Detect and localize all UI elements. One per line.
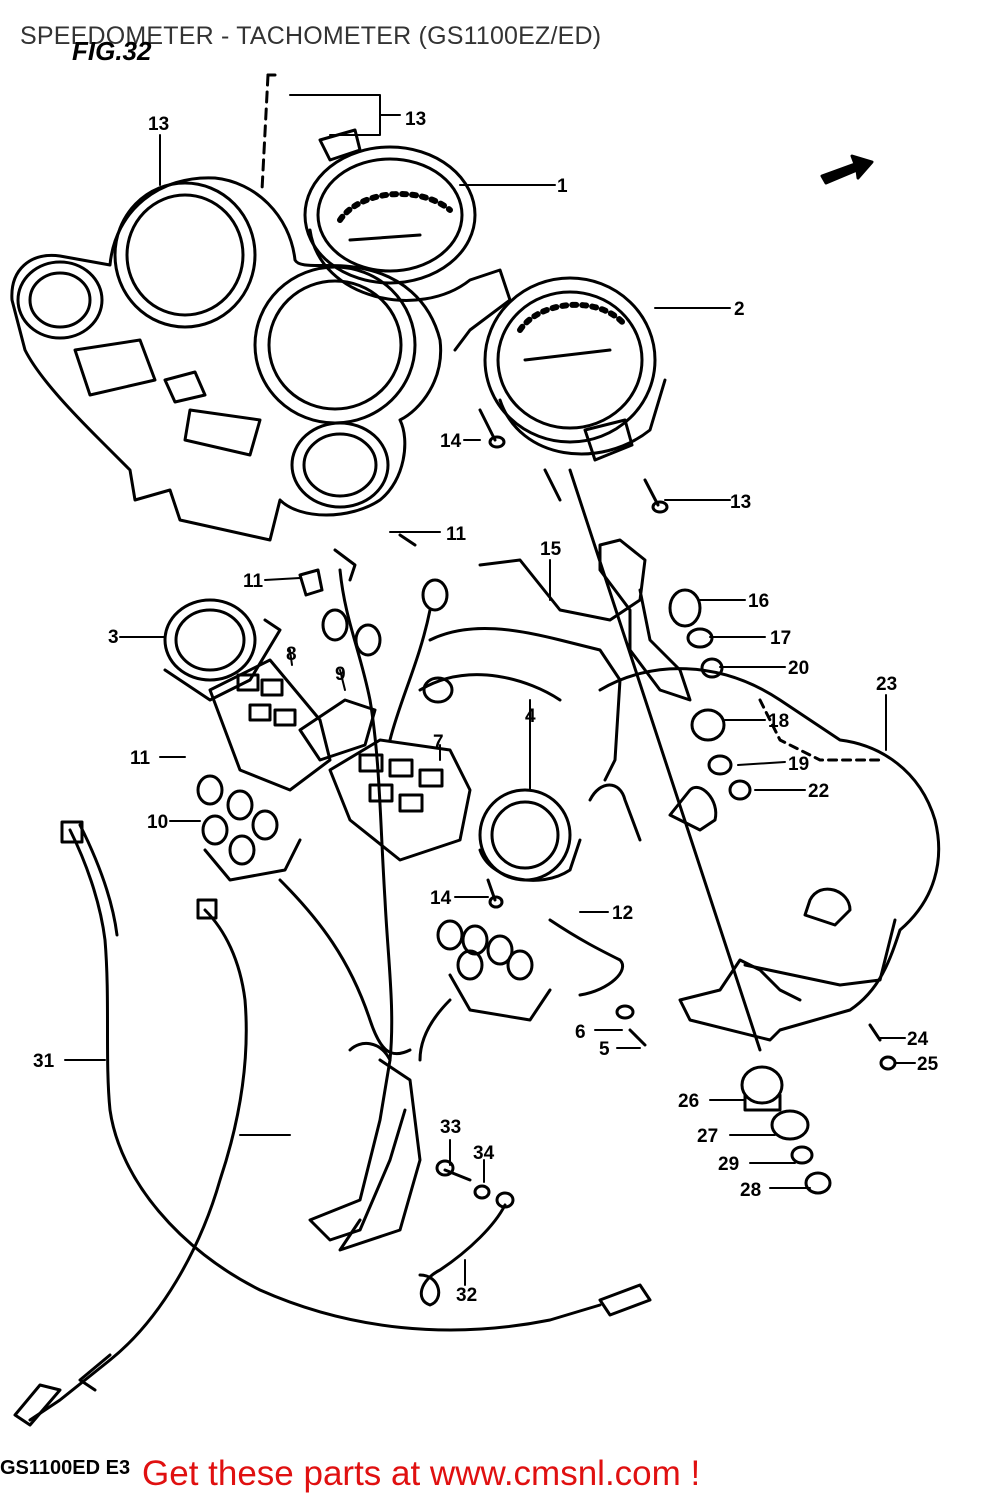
nut-28: [804, 1171, 832, 1195]
callout-15: 13: [405, 109, 426, 130]
callout-27: 27: [697, 1126, 718, 1147]
screw-13-upper: [643, 478, 669, 514]
callout-25: 25: [917, 1054, 939, 1075]
callout-19: 17: [770, 628, 791, 649]
callout-29: 29: [718, 1154, 739, 1175]
ground-wire-31: [418, 1191, 515, 1307]
lamp-cover-9: [298, 698, 377, 762]
callout-3: 3: [108, 627, 119, 648]
grommet-18: [668, 588, 702, 628]
callout-numbers: 13 1 2 13 14 13 11 15 11 16 3 17 8 20 9 …: [33, 109, 939, 1306]
callout-30: 31: [33, 1051, 55, 1072]
callout-2: 2: [734, 299, 745, 320]
callout-9: 9: [335, 664, 346, 685]
wire-harness: [278, 568, 452, 1252]
leader-lines: [64, 94, 916, 1286]
meter-housing: [10, 73, 443, 542]
socket-group-10: [196, 774, 302, 882]
callout-14: 13: [148, 114, 169, 135]
washer-25: [879, 1055, 897, 1071]
indicator-gauge-3: [163, 598, 282, 702]
nut-22-lower: [728, 779, 752, 801]
callout-12: 12: [612, 903, 633, 924]
callout-5: 5: [599, 1039, 610, 1060]
indicator-panel-7: [328, 738, 472, 862]
callout-11-lower: 11: [130, 748, 151, 769]
socket-group-12: [436, 918, 624, 1022]
tachometer: [483, 276, 667, 502]
callout-28: 28: [740, 1180, 761, 1201]
figure-label: FIG.32: [72, 36, 152, 66]
stud-bolt: [568, 468, 762, 1052]
speedometer-cable-30: [60, 820, 652, 1332]
upper-sockets: [298, 533, 454, 704]
screw-32: [435, 1159, 472, 1182]
washer-21: [707, 754, 733, 776]
cushion-26: [740, 1065, 784, 1112]
tachometer-cable-34: [13, 898, 248, 1427]
callout-13-lower: 14: [430, 888, 452, 909]
indicator-gauge-4: [478, 788, 582, 882]
screw-24: [868, 1023, 882, 1042]
screw-13-lower: [486, 878, 504, 909]
speedometer: [303, 128, 512, 352]
callout-4: 4: [525, 706, 536, 727]
washer-19: [686, 627, 714, 649]
screw-16: [478, 408, 506, 449]
callout-18: 16: [748, 591, 769, 612]
callout-21: 19: [788, 754, 809, 775]
callout-6: 6: [575, 1022, 586, 1043]
callout-31: 32: [456, 1285, 477, 1306]
callout-24: 24: [907, 1029, 929, 1050]
model-label: GS1100ED E3: [0, 1457, 131, 1479]
washer-29: [790, 1145, 814, 1165]
washer-33: [473, 1184, 491, 1200]
callout-17: 15: [540, 539, 562, 560]
washer-6: [615, 1004, 635, 1020]
callout-26: 26: [678, 1091, 699, 1112]
page-title: SPEEDOMETER - TACHOMETER (GS1100EZ/ED): [20, 22, 602, 50]
callout-22-upper: 20: [788, 658, 809, 679]
callout-10: 10: [147, 812, 168, 833]
forward-arrow-icon: [820, 154, 874, 185]
callout-32: 33: [440, 1117, 461, 1138]
promo-link[interactable]: Get these parts at www.cmsnl.com !: [142, 1454, 701, 1493]
callout-23: 23: [876, 674, 897, 695]
callout-7: 7: [433, 732, 444, 753]
washer-27: [770, 1109, 810, 1141]
meter-bracket: [418, 538, 692, 782]
callout-22-lower: 22: [808, 781, 829, 802]
callout-33: 34: [473, 1143, 495, 1164]
callout-16: 14: [440, 431, 462, 452]
callout-20: 18: [768, 711, 789, 732]
indicator-panel-8: [208, 658, 332, 792]
callout-11-mid: 11: [243, 571, 264, 592]
callout-13-upper: 13: [730, 492, 751, 513]
cushion-20: [690, 708, 726, 742]
nut-22-upper: [700, 657, 724, 679]
callout-8: 8: [286, 644, 297, 665]
callout-11-upper: 11: [446, 524, 467, 545]
callout-1: 1: [557, 176, 568, 197]
screw-5: [628, 1028, 647, 1047]
